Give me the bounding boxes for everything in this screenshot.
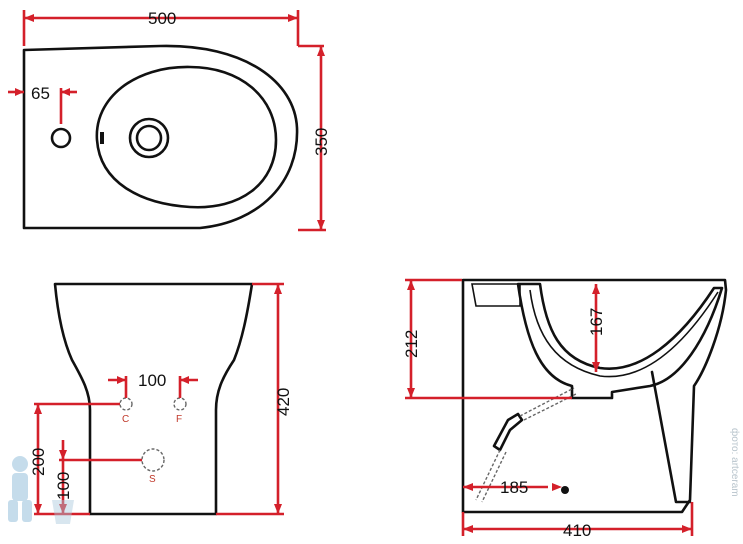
- drain-outer: [128, 117, 170, 159]
- top-view-outline: [22, 44, 299, 230]
- dim-hole-height-200: 200: [29, 448, 48, 476]
- top-view: 500 350 65: [8, 9, 331, 232]
- hose-connector: [492, 412, 524, 452]
- dim-length-410: 410: [563, 521, 591, 540]
- front-view: C F S 420 100 200 100: [8, 282, 293, 524]
- hole-f-label: F: [176, 414, 182, 425]
- overflow-slot: [100, 132, 104, 144]
- dim-height-420: 420: [274, 388, 293, 416]
- side-view: 212 167 185 410: [402, 278, 728, 540]
- top-view-bowl: [95, 65, 278, 209]
- tank-block: [471, 283, 521, 307]
- hole-f: [173, 397, 187, 411]
- drain-outlet: [561, 486, 569, 494]
- dim-spacing-100: 100: [138, 371, 166, 390]
- drain-inner: [135, 124, 163, 152]
- side-view-outline: [461, 278, 728, 514]
- bowl-rim-inner: [529, 289, 719, 378]
- dim-rim-212: 212: [402, 330, 421, 358]
- dim-width-500: 500: [148, 9, 176, 28]
- foot-wall: [650, 370, 692, 504]
- dim-depth-350: 350: [312, 128, 331, 156]
- dim-drain-height-100: 100: [54, 472, 73, 500]
- hole-c-label: C: [122, 414, 129, 425]
- hole-c: [119, 397, 133, 411]
- dim-bowl-depth-167: 167: [587, 308, 606, 336]
- plumber-mascot-icon: [8, 456, 74, 524]
- dim-drain-offset-185: 185: [500, 478, 528, 497]
- drain-s-label: S: [149, 474, 156, 485]
- watermark-text: фото: artceram: [729, 428, 741, 497]
- faucet-hole: [50, 127, 72, 149]
- dim-hole-offset-65: 65: [31, 84, 50, 103]
- drain-s: [141, 448, 165, 472]
- side-view-bowl: [516, 282, 724, 400]
